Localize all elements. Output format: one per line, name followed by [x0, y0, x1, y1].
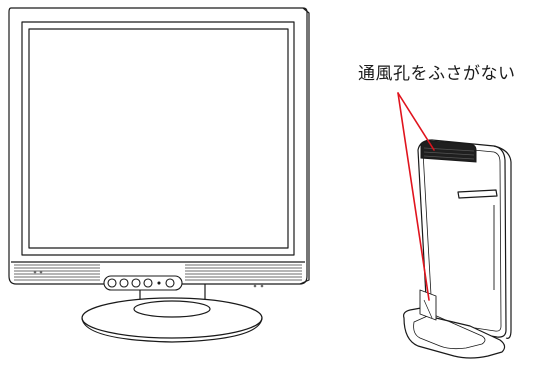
speaker-dots-icon: [33, 270, 264, 288]
speaker-grille-right-icon: [185, 264, 302, 281]
air-vent-icon: [420, 140, 477, 163]
callout-leader-lines: [397, 92, 435, 301]
lcd-monitor-icon: [8, 7, 310, 343]
vent-callout-label: 通風孔をふさがない: [358, 64, 516, 84]
monitor-control-buttons-icon: [103, 275, 183, 291]
pc-stand-icon: [403, 289, 506, 359]
speaker-grille-left-icon: [14, 264, 100, 281]
